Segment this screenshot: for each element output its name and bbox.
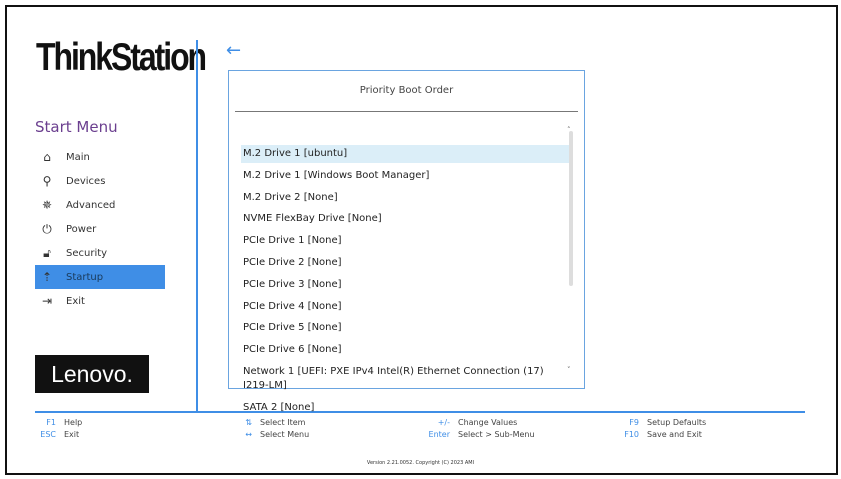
hotkey-label: Save and Exit [647, 430, 702, 439]
boot-option[interactable]: PCIe Drive 6 [None] [243, 344, 342, 356]
hotkey-hint: Enter Select > Sub-Menu [420, 430, 535, 439]
boot-option[interactable]: PCIe Drive 2 [None] [243, 256, 342, 268]
boot-option[interactable]: PCIe Drive 1 [None] [243, 235, 342, 247]
sidebar-item-advanced[interactable]: ✵Advanced [41, 198, 116, 212]
hotkey-key: F9 [629, 418, 639, 427]
power-icon: ⏻ [42, 221, 52, 236]
hotkey-hint: F1 Help [36, 418, 82, 427]
sidebar-item-security[interactable]: 🔓︎Security [35, 241, 165, 265]
hotkey-hint: F9 Setup Defaults [615, 418, 706, 427]
boot-order-list: M.2 Drive 1 [ubuntu] M.2 Drive 1 [Windows… [241, 145, 569, 421]
thinkstation-logo: ThinkStation [36, 36, 207, 79]
version-text: Version 2.21.0052. Copyright (C) 2023 AM… [366, 460, 475, 466]
boot-option[interactable]: PCIe Drive 4 [None] [243, 300, 342, 312]
divider [35, 411, 805, 413]
hotkey-hint: ⇅ Select Item [230, 418, 305, 427]
sidebar-nav: ⌂Main ⚲Devices ✵Advanced ⏻Power 🔓︎Securi… [35, 145, 165, 313]
hotkey-key: ⇅ [245, 418, 252, 427]
advanced-icon: ✵ [41, 198, 53, 212]
startup-icon: ⇡ [41, 270, 53, 284]
boot-option[interactable]: SATA 2 [None] [243, 401, 315, 413]
boot-option[interactable]: Network 1 [UEFI: PXE IPv4 Intel(R) Ether… [243, 365, 544, 391]
boot-option[interactable]: M.2 Drive 1 [ubuntu] [241, 145, 569, 163]
hotkey-key: ↔ [245, 430, 252, 439]
sidebar-item-main[interactable]: ⌂Main [35, 145, 165, 169]
back-arrow-icon[interactable]: ← [226, 40, 242, 61]
start-menu-title: Start Menu [35, 118, 118, 136]
hotkey-hint: ↔ Select Menu [230, 430, 309, 439]
boot-option[interactable]: M.2 Drive 1 [Windows Boot Manager] [243, 169, 430, 181]
sidebar-item-devices[interactable]: ⚲Devices [35, 169, 165, 193]
sidebar-item-startup[interactable]: ⇡Startup [35, 265, 165, 289]
hotkey-hint: +/- Change Values [420, 418, 518, 427]
hotkey-key: ESC [40, 430, 56, 439]
priority-boot-order-dialog: Priority Boot Order ˄ ˅ M.2 Drive 1 [ubu… [228, 70, 585, 413]
hotkey-key: F10 [624, 430, 639, 439]
hotkey-key: Enter [428, 430, 450, 439]
hotkey-key: +/- [437, 418, 450, 427]
scrollbar[interactable] [569, 131, 573, 286]
hotkey-label: Setup Defaults [647, 418, 707, 427]
hotkey-key: F1 [46, 418, 56, 427]
scroll-up-icon[interactable]: ˄ [567, 126, 571, 134]
divider [196, 40, 198, 411]
hotkey-label: Select Item [260, 418, 306, 427]
boot-option[interactable]: NVME FlexBay Drive [None] [243, 213, 382, 225]
window-frame [5, 5, 838, 475]
boot-option[interactable]: PCIe Drive 3 [None] [243, 278, 342, 290]
hotkey-label: Select > Sub-Menu [458, 430, 535, 439]
hotkey-label: Select Menu [260, 430, 310, 439]
hotkey-hint: ESC Exit [36, 430, 79, 439]
exit-icon: ⇥ [41, 294, 53, 308]
hotkey-hint: F10 Save and Exit [615, 430, 702, 439]
home-icon: ⌂ [43, 150, 51, 164]
boot-option[interactable]: PCIe Drive 5 [None] [243, 322, 342, 334]
boot-option[interactable]: M.2 Drive 2 [None] [243, 191, 338, 203]
divider [235, 111, 578, 112]
dialog-title: Priority Boot Order [359, 85, 454, 96]
scroll-down-icon[interactable]: ˅ [567, 366, 571, 374]
hotkey-label: Change Values [458, 418, 518, 427]
devices-icon: ⚲ [42, 174, 52, 188]
sidebar-item-power[interactable]: ⏻Power [35, 217, 165, 241]
hotkey-label: Exit [64, 430, 80, 439]
hotkey-label: Help [64, 418, 83, 427]
lock-icon: 🔓︎ [43, 245, 51, 260]
sidebar-item-exit[interactable]: ⇥Exit [41, 294, 85, 308]
lenovo-logo: Lenovo. [35, 355, 149, 393]
